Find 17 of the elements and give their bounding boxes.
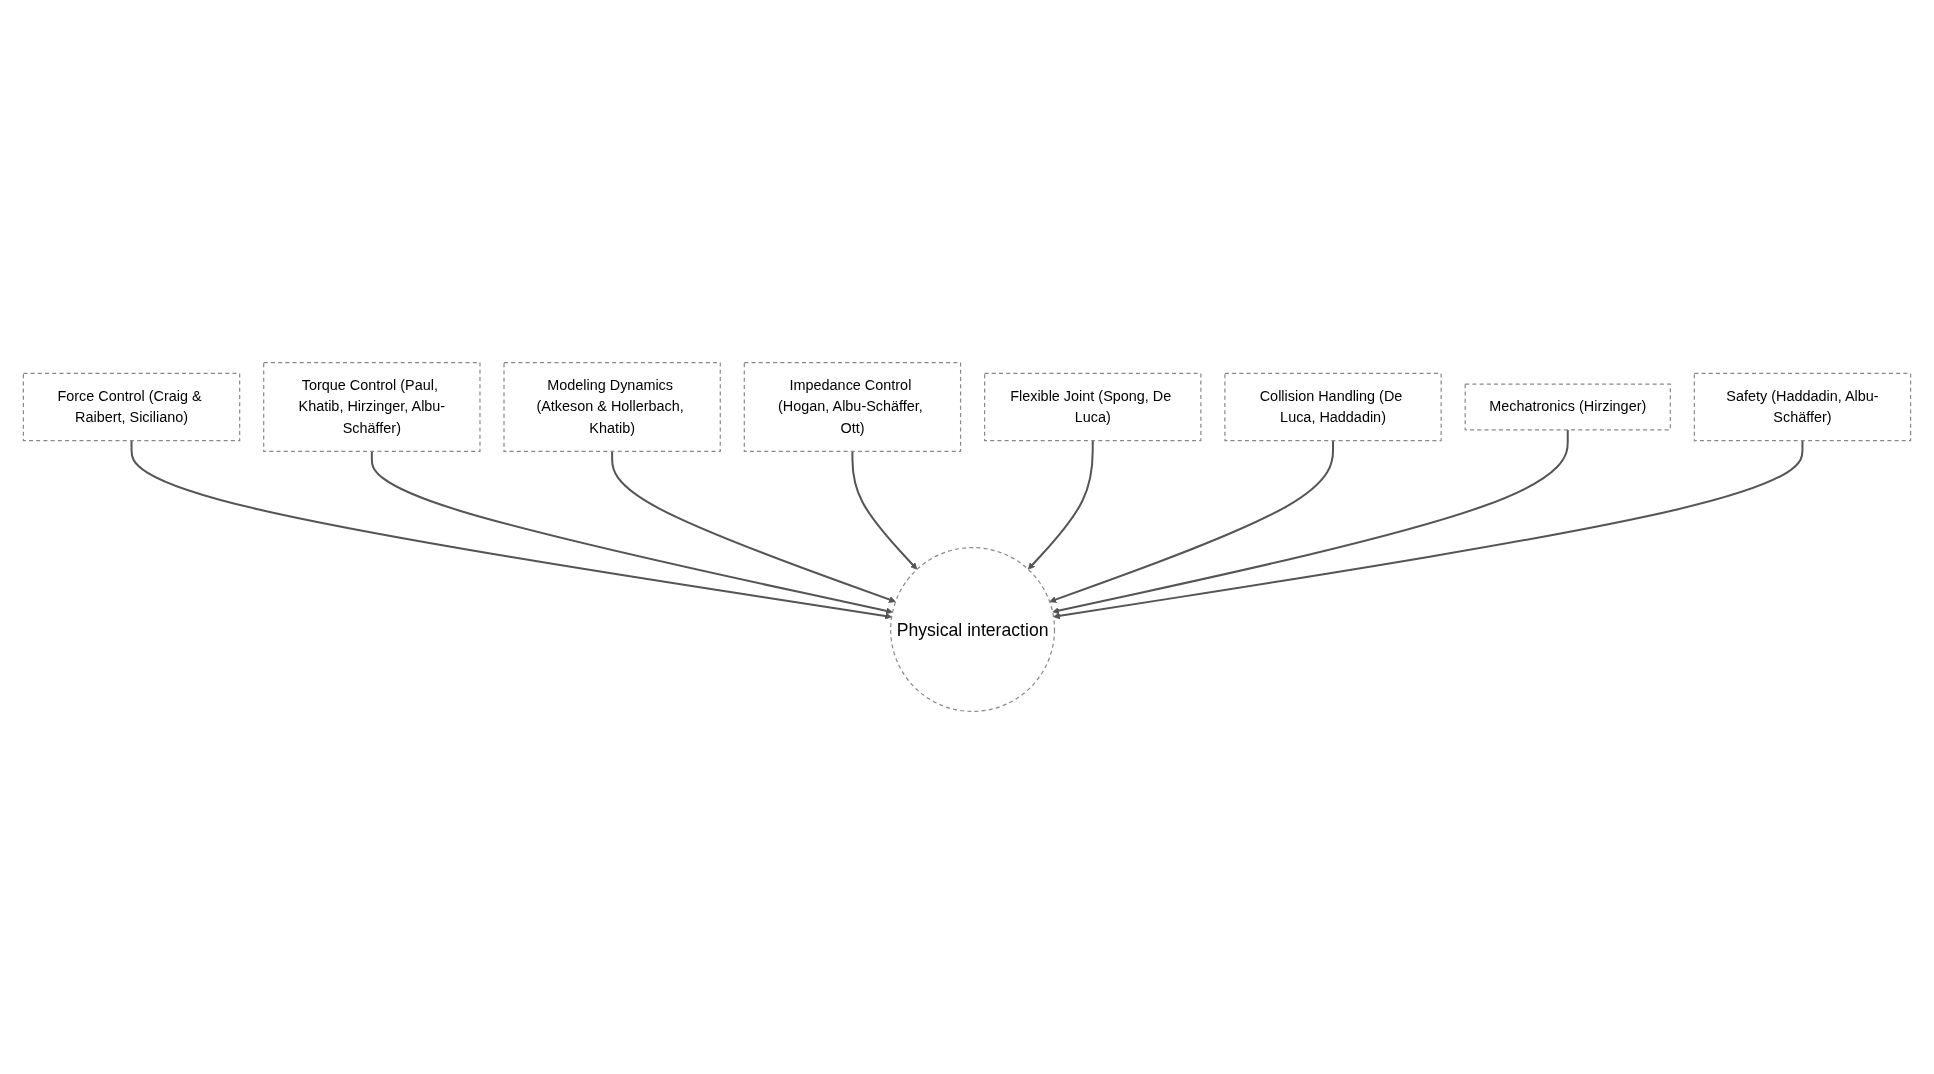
node-box: Force Control (Craig & Raibert, Siciliano) [22,372,241,442]
node-box: Mechatronics (Hirzinger) [1464,383,1671,431]
node-box: Modeling Dynamics (Atkeson & Hollerbach, Khatib) [503,361,721,453]
arrow [1053,439,1804,620]
node-box: Flexible Joint (Spong, De Luca) [984,372,1202,442]
node-box: Torque Control (Paul, Khatib, Hirzinger, Albu-Schäffer) [263,361,481,453]
arrow [1049,439,1335,603]
arrow [130,439,892,620]
arrow [851,450,918,570]
arrow [611,450,896,603]
node-circle: Physical interaction [890,547,1056,713]
arrow [1027,439,1094,570]
arrow [1052,428,1569,615]
arrow [370,450,893,615]
node-box: Collision Handling (De Luca, Haddadin) [1224,372,1442,442]
node-box: Impedance Control (Hogan, Albu-Schäffer, Ott) [743,361,962,453]
node-box: Safety (Haddadin, Albu-Schäffer) [1693,372,1912,442]
